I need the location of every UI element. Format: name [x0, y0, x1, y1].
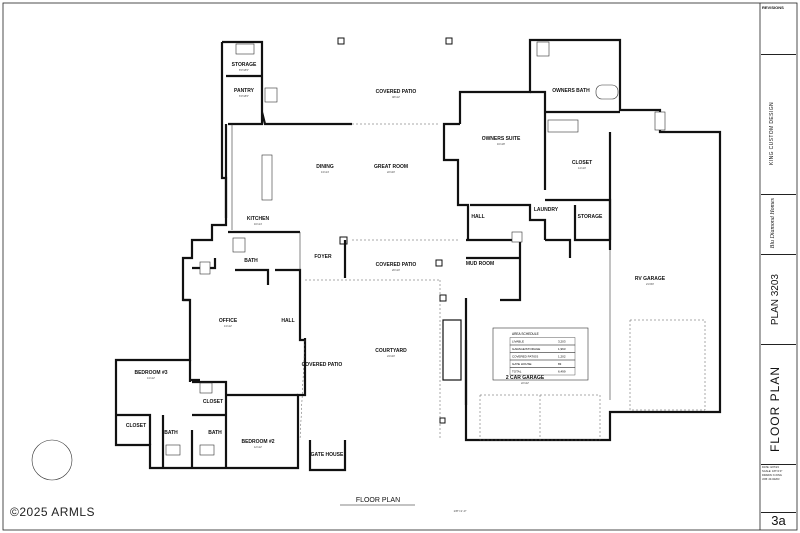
area-row-value: 1,202: [558, 355, 566, 359]
walls-right-wing: [442, 38, 722, 442]
room-label-covered-patio-1: COVERED PATIO: [376, 89, 417, 95]
room-label-covered-patio-3: COVERED PATIO: [302, 362, 343, 368]
room-dims-owners-suite: 16'x18': [497, 142, 506, 146]
area-row-name: COVERED PATIOS: [512, 355, 538, 359]
room-label-closet-3: CLOSET: [572, 160, 592, 166]
area-row-name: GATE HOUSE: [512, 362, 531, 366]
builder-logo: Blu Diamond Homes: [770, 198, 776, 249]
room-label-kitchen: KITCHEN: [247, 216, 270, 222]
sheet-title: FLOOR PLAN: [768, 366, 782, 453]
room-label-gate-house: GATE HOUSE: [311, 452, 344, 458]
revisions-label: REVISIONS: [762, 5, 784, 10]
dashed-outlines: [299, 123, 706, 441]
walls-left-wing: [114, 40, 352, 472]
title-block-field: DRAWN: K.KING: [762, 474, 782, 477]
room-label-rv-garage: RV GARAGE: [635, 276, 666, 282]
designer-name: KING CUSTOM DESIGN: [769, 102, 775, 165]
room-dims-bedroom-3: 13'x12': [147, 376, 156, 380]
area-row-box: [509, 367, 576, 376]
room-label-pantry: PANTRY: [234, 88, 255, 94]
scale-note: 1/8"=1'-0": [454, 509, 467, 513]
room-label-bath-2: BATH: [164, 430, 178, 436]
room-dims-dining: 13'x14': [321, 170, 330, 174]
room-label-hall-2: HALL: [471, 214, 484, 220]
room-label-storage-1: STORAGE: [232, 62, 257, 68]
room-dims-bedroom-2: 12'x12': [254, 445, 263, 449]
room-label-bedroom-3: BEDROOM #3: [134, 370, 167, 376]
room-label-foyer: FOYER: [314, 254, 332, 260]
room-label-mud-room: MUD ROOM: [466, 261, 494, 267]
room-dims-covered-patio-2: 20'x10': [392, 268, 401, 272]
room-dims-closet-3: 14'x10': [578, 166, 587, 170]
title-block: REVISIONS KING CUSTOM DESIGN Blu Diamond…: [761, 4, 796, 530]
room-label-bath-1: BATH: [244, 258, 258, 264]
floor-plan-caption: FLOOR PLAN: [356, 497, 400, 504]
room-dims-courtyard: 24'x20': [387, 354, 396, 358]
title-block-field: JOB: 23-02203: [762, 478, 780, 481]
room-label-owners-suite: OWNERS SUITE: [482, 136, 521, 142]
plan-name: PLAN 3203: [770, 274, 781, 326]
area-row-value: 83: [558, 362, 562, 366]
sheet-title-box: FLOOR PLAN: [761, 344, 796, 465]
room-dims-kitchen: 16'x14': [254, 222, 263, 226]
area-row-value: 6,499: [558, 370, 566, 374]
room-dims-rv-garage: 21'x50': [646, 282, 655, 286]
room-label-dining: DINING: [316, 164, 334, 170]
room-label-great-room: GREAT ROOM: [374, 164, 408, 170]
room-dims-storage-1: 8'0"x8'0": [239, 68, 249, 72]
room-dims-two-car-garage: 22'x22': [521, 381, 530, 385]
room-label-closet-2: CLOSET: [203, 399, 223, 405]
room-label-courtyard: COURTYARD: [375, 348, 407, 354]
room-dims-great-room: 22'x20': [387, 170, 396, 174]
builder-box: Blu Diamond Homes: [761, 194, 796, 255]
watermark: ©2025 ARMLS: [10, 505, 96, 519]
plan-name-box: PLAN 3203: [761, 254, 796, 345]
revisions-box: REVISIONS: [761, 4, 796, 55]
title-block-field: DATE: 3/27/23: [762, 466, 779, 469]
room-label-laundry: LAUNDRY: [534, 207, 559, 213]
title-block-field: SCALE: 1/8"=1'0": [762, 470, 783, 473]
room-label-hall-1: HALL: [281, 318, 294, 324]
room-dims-covered-patio-1: 48'x12': [392, 95, 401, 99]
room-label-office: OFFICE: [219, 318, 238, 324]
patio-columns: [337, 37, 462, 424]
area-row-name: LIVABLE: [512, 340, 524, 344]
area-schedule-title: AREA SCHEDULE: [512, 332, 539, 336]
room-label-bath-3: BATH: [208, 430, 222, 436]
sheet-number: 3a: [761, 512, 796, 528]
room-dims-pantry: 6'0"x8'0": [239, 94, 249, 98]
designer-stamp: KING CUSTOM DESIGN: [761, 94, 796, 195]
fixtures: [31, 41, 666, 481]
room-label-closet-1: CLOSET: [126, 423, 146, 429]
room-label-storage-2: STORAGE: [578, 214, 603, 220]
area-row-value: 3,203: [558, 340, 566, 344]
room-label-covered-patio-2: COVERED PATIO: [376, 262, 417, 268]
room-dims-office: 13'x12': [224, 324, 233, 328]
room-label-bedroom-2: BEDROOM #2: [241, 439, 274, 445]
room-label-owners-bath: OWNERS BATH: [552, 88, 590, 94]
area-row-name: GARAGE/STORAGE: [512, 347, 540, 351]
area-row-value: 1,963: [558, 347, 566, 351]
area-row-name: TOTAL: [512, 370, 522, 374]
room-label-two-car-garage: 2 CAR GARAGE: [506, 375, 545, 381]
